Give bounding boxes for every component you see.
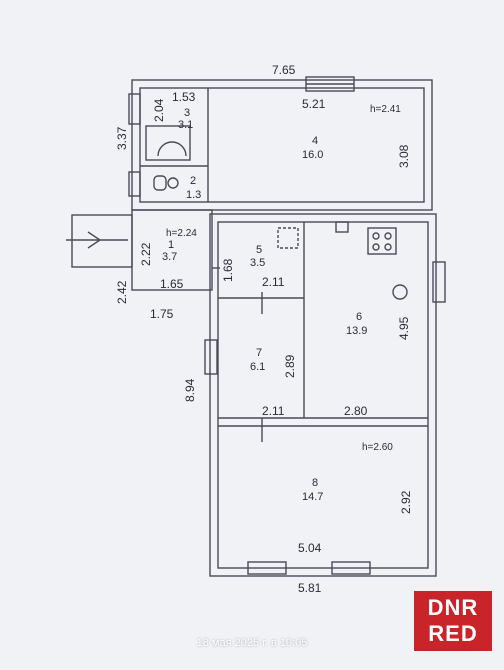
height-r1: h=2.24 <box>166 228 197 239</box>
dim-under-porch: 1.75 <box>150 307 174 321</box>
dim-r3-height: 2.04 <box>152 98 166 122</box>
dim-r7-width: 2.11 <box>262 404 285 418</box>
room-7-area: 6.1 <box>250 361 265 373</box>
dim-r1-width: 1.65 <box>160 277 184 291</box>
room-3-area: 3.1 <box>178 119 193 131</box>
shower-tray <box>145 125 191 161</box>
window-r3 <box>128 93 141 125</box>
room-6-number: 6 <box>356 311 362 323</box>
shower-arc <box>157 141 187 157</box>
room-1-wall <box>131 209 213 291</box>
height-upper: h=2.41 <box>370 104 401 115</box>
dim-top-width: 7.65 <box>272 63 296 77</box>
dim-r5-height: 1.68 <box>221 258 235 282</box>
watermark-line-1: DNR <box>427 595 479 620</box>
watermark-line-2: RED <box>428 621 478 646</box>
photo-timestamp: 18 мая 2025 г. в 10:05 <box>196 637 308 649</box>
room-7-number: 7 <box>256 347 262 359</box>
outer-wall-upper <box>131 79 433 211</box>
window-r2 <box>128 171 141 197</box>
room-1-number: 1 <box>168 239 174 251</box>
dim-r5-width: 2.11 <box>262 275 285 289</box>
inner-wall-upper <box>139 87 425 203</box>
window-r7 <box>204 339 218 375</box>
dim-bottom-width: 5.81 <box>298 581 322 595</box>
room-8-area: 14.7 <box>302 491 323 503</box>
dim-r1-height: 2.22 <box>139 242 153 266</box>
window-bottom-1 <box>247 561 287 575</box>
watermark-logo: DNR RED <box>414 591 492 651</box>
room-3-number: 3 <box>184 107 190 119</box>
room-5-area: 3.5 <box>250 257 265 269</box>
boiler-box <box>277 227 299 249</box>
entry-arrow <box>87 231 102 249</box>
dim-r3-width: 1.53 <box>172 90 196 104</box>
dim-r4-width: 5.21 <box>302 97 326 111</box>
porch-step <box>71 214 133 268</box>
room-4-number: 4 <box>312 135 318 147</box>
dim-r6-height: 4.95 <box>397 316 411 340</box>
dim-r4-height: 3.08 <box>397 144 411 168</box>
room-8-number: 8 <box>312 477 318 489</box>
outer-wall-lower <box>209 213 437 577</box>
room-4-area: 16.0 <box>302 149 323 161</box>
window-bottom-2 <box>331 561 371 575</box>
dim-r6-width: 2.80 <box>344 404 368 418</box>
dim-left-upper: 3.37 <box>115 126 129 150</box>
dim-porch: 2.42 <box>115 280 129 304</box>
dim-r7-height: 2.89 <box>283 354 297 378</box>
room-2-number: 2 <box>190 175 196 187</box>
toilet-bowl <box>167 177 179 189</box>
room-1-area: 3.7 <box>162 251 177 263</box>
inner-wall-lower <box>217 221 429 569</box>
dim-r8-height: 2.92 <box>399 490 413 514</box>
room-5-number: 5 <box>256 244 262 256</box>
height-lower: h=2.60 <box>362 442 393 453</box>
stove-icon <box>367 227 397 255</box>
sink-icon <box>335 221 349 233</box>
dim-left-lower: 8.94 <box>183 378 197 402</box>
dim-r8-width: 5.04 <box>298 541 322 555</box>
meter-icon <box>392 284 408 300</box>
room-6-area: 13.9 <box>346 325 367 337</box>
toilet-icon <box>153 175 167 191</box>
room-2-area: 1.3 <box>186 189 201 201</box>
window-right <box>432 261 446 303</box>
